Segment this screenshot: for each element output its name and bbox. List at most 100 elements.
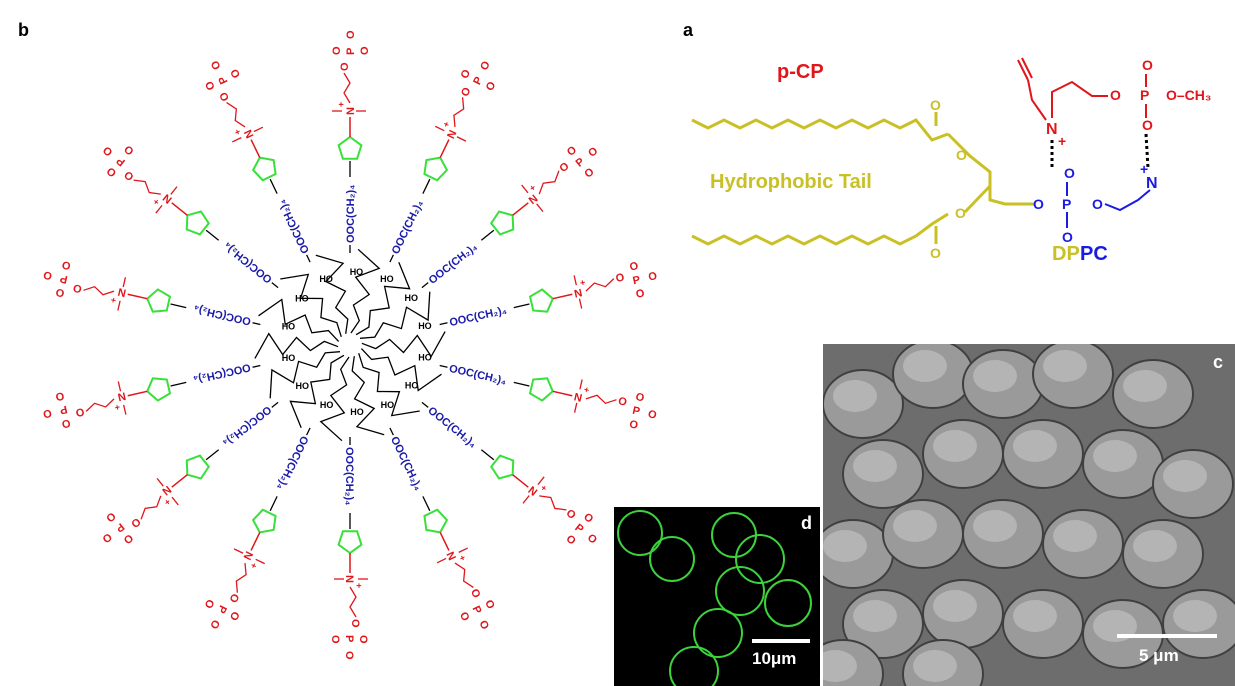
phosphate-o-methyl: O [586, 145, 601, 160]
arm-core-bond [306, 427, 311, 436]
linker-label: OOC(CH₂)₄ [425, 405, 478, 451]
carbonyl-o-upper: O [930, 97, 941, 113]
triazole-ammonium-bond [552, 293, 573, 300]
n-methyl-2 [537, 476, 545, 486]
phosphate-o-double: O [634, 391, 645, 405]
linker-label: OOC(CH₂)₄ [448, 363, 508, 388]
phosphate-ester-o: O [72, 281, 83, 295]
phosphate-o-double: O [203, 79, 218, 92]
sem-cell-highlight [973, 510, 1017, 542]
phosphate-ester-o: O [349, 619, 361, 628]
ester-o-lower: O [955, 205, 966, 221]
n-methyl-2 [155, 204, 163, 214]
hydroxyl-label: HO [418, 321, 432, 331]
triazole-ammonium-bond [439, 532, 450, 551]
phosphate-o-methyl: O [478, 59, 493, 72]
n-methyl-1 [122, 277, 127, 288]
linker-label: OOC(CH₂)₄ [345, 185, 357, 243]
ammonium-plus: + [583, 384, 590, 395]
phosphate-o-minus: O [457, 610, 472, 623]
phosphate-ester-o: O [459, 85, 474, 98]
linker-label: OOC(CH₂)₄ [193, 302, 253, 327]
phosphate-ester-o: O [617, 395, 628, 409]
core-branch [269, 351, 341, 399]
triazole-ring [489, 454, 515, 480]
choline-chain [1104, 189, 1151, 212]
phosphate-o-double: O [54, 285, 65, 299]
phosphate-o-methyl: O [343, 651, 355, 660]
vesicle-ring [715, 566, 765, 616]
triazole-ammonium-bond [250, 532, 261, 551]
triazole-ammonium-bond [171, 202, 188, 216]
phosphate-o-left: O [1033, 196, 1044, 212]
panel-letter-a: a [683, 20, 694, 40]
pcp-methoxy: O–CH₃ [1166, 87, 1211, 103]
n-methyl-1 [170, 186, 178, 195]
arm-core-bond [389, 427, 394, 436]
pcp-p: P [1140, 87, 1149, 103]
n-methyl-1 [117, 381, 122, 392]
triazole-ring [423, 156, 449, 182]
triazole-ring [251, 508, 277, 534]
sem-cell-highlight [823, 650, 857, 682]
glycerol-backbone [946, 132, 1035, 206]
title-p-cp: p-CP [777, 61, 824, 83]
phosphate-o-minus: O [228, 66, 243, 79]
arm-core-bond [439, 364, 448, 368]
hydroxyl-label: HO [405, 380, 419, 390]
triazole-ring [146, 377, 172, 402]
phosphate-ester-o: O [128, 515, 143, 530]
core-branch [254, 332, 339, 359]
linker-label: OOC(CH₂)₄ [448, 304, 508, 329]
triazole-ring [185, 210, 211, 236]
carbonyl-o-lower: O [930, 245, 941, 261]
phosphate-ester-o: O [74, 405, 85, 419]
sem-cell-highlight [1013, 430, 1057, 462]
pcp-dppc-structure-diagram: p-CP Hydrophobic Tail O O O O O P O O O … [691, 57, 1211, 265]
linker-triazole-bond [422, 496, 431, 512]
ammonium-plus: + [457, 553, 468, 562]
sem-cell-highlight [1123, 370, 1167, 402]
triazole-ammonium-bond [512, 474, 529, 488]
phosphate-p: P [1062, 196, 1071, 212]
sem-cell-highlight [1163, 460, 1207, 492]
n-methyl-1 [156, 477, 164, 487]
ethyl-chain [83, 285, 115, 296]
ethyl-chain [585, 278, 615, 292]
linker-triazole-bond [205, 229, 220, 241]
core-branch [350, 248, 381, 334]
phosphate-ester-o: O [339, 62, 351, 71]
phosphate-o-methyl: O [647, 408, 658, 422]
linker-label: OOC(CH₂)₄ [388, 435, 424, 493]
sem-cell-highlight [1013, 600, 1057, 632]
phosphorus: P [113, 520, 126, 534]
hydrophobic-tail-lower [691, 212, 949, 246]
vesicle-ring [649, 536, 695, 582]
n-methyl-2 [255, 558, 265, 565]
triazole-ring [251, 156, 277, 182]
panel-letter-b: b [18, 20, 29, 40]
core-branch [289, 354, 345, 428]
triazole-ring [528, 288, 554, 313]
linker-triazole-bond [480, 229, 495, 241]
phosphate-o-minus: O [582, 166, 597, 181]
hydrophobic-tail-label: Hydrophobic Tail [710, 171, 872, 193]
ammonium-plus: + [248, 561, 259, 570]
core-branch [258, 298, 340, 342]
phosphorus: P [574, 156, 587, 170]
hydroxyl-label: HO [319, 274, 333, 284]
pcp-propargyl [1027, 79, 1047, 121]
phosphate-ester-o: O [615, 271, 626, 285]
sem-cell-highlight [853, 450, 897, 482]
sem-cell-highlight [973, 360, 1017, 392]
linker-triazole-bond [480, 449, 495, 461]
phosphate-o-minus: O [122, 142, 137, 157]
phosphate-o-minus: O [635, 287, 646, 301]
pcp-o-1: O [1110, 87, 1121, 103]
sem-cell-highlight [913, 650, 957, 682]
core-branch [360, 348, 442, 392]
phosphate-ester-o: O [468, 587, 483, 600]
